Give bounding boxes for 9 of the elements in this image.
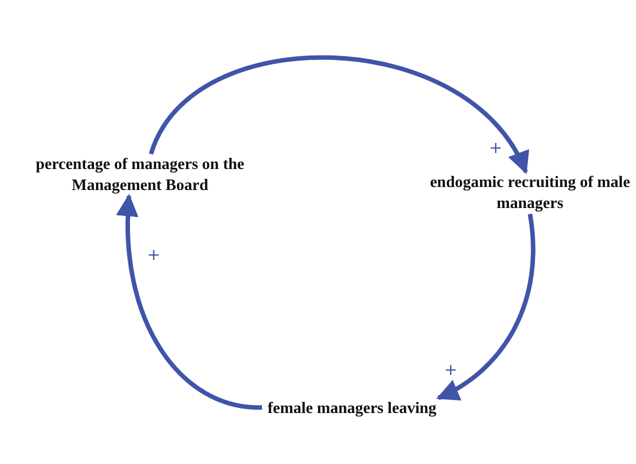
node-label: endogamic recruiting of male managers <box>428 173 632 214</box>
edge-label: + <box>146 247 162 263</box>
node-label: percentage of managers on the Management Board <box>34 155 246 196</box>
curved-arrow <box>436 214 536 400</box>
node-label: female managers leaving <box>266 399 438 419</box>
edge-label: + <box>443 362 458 378</box>
curved-arrow <box>116 194 262 410</box>
curved-arrow <box>148 56 528 174</box>
edge-label: + <box>488 140 504 156</box>
